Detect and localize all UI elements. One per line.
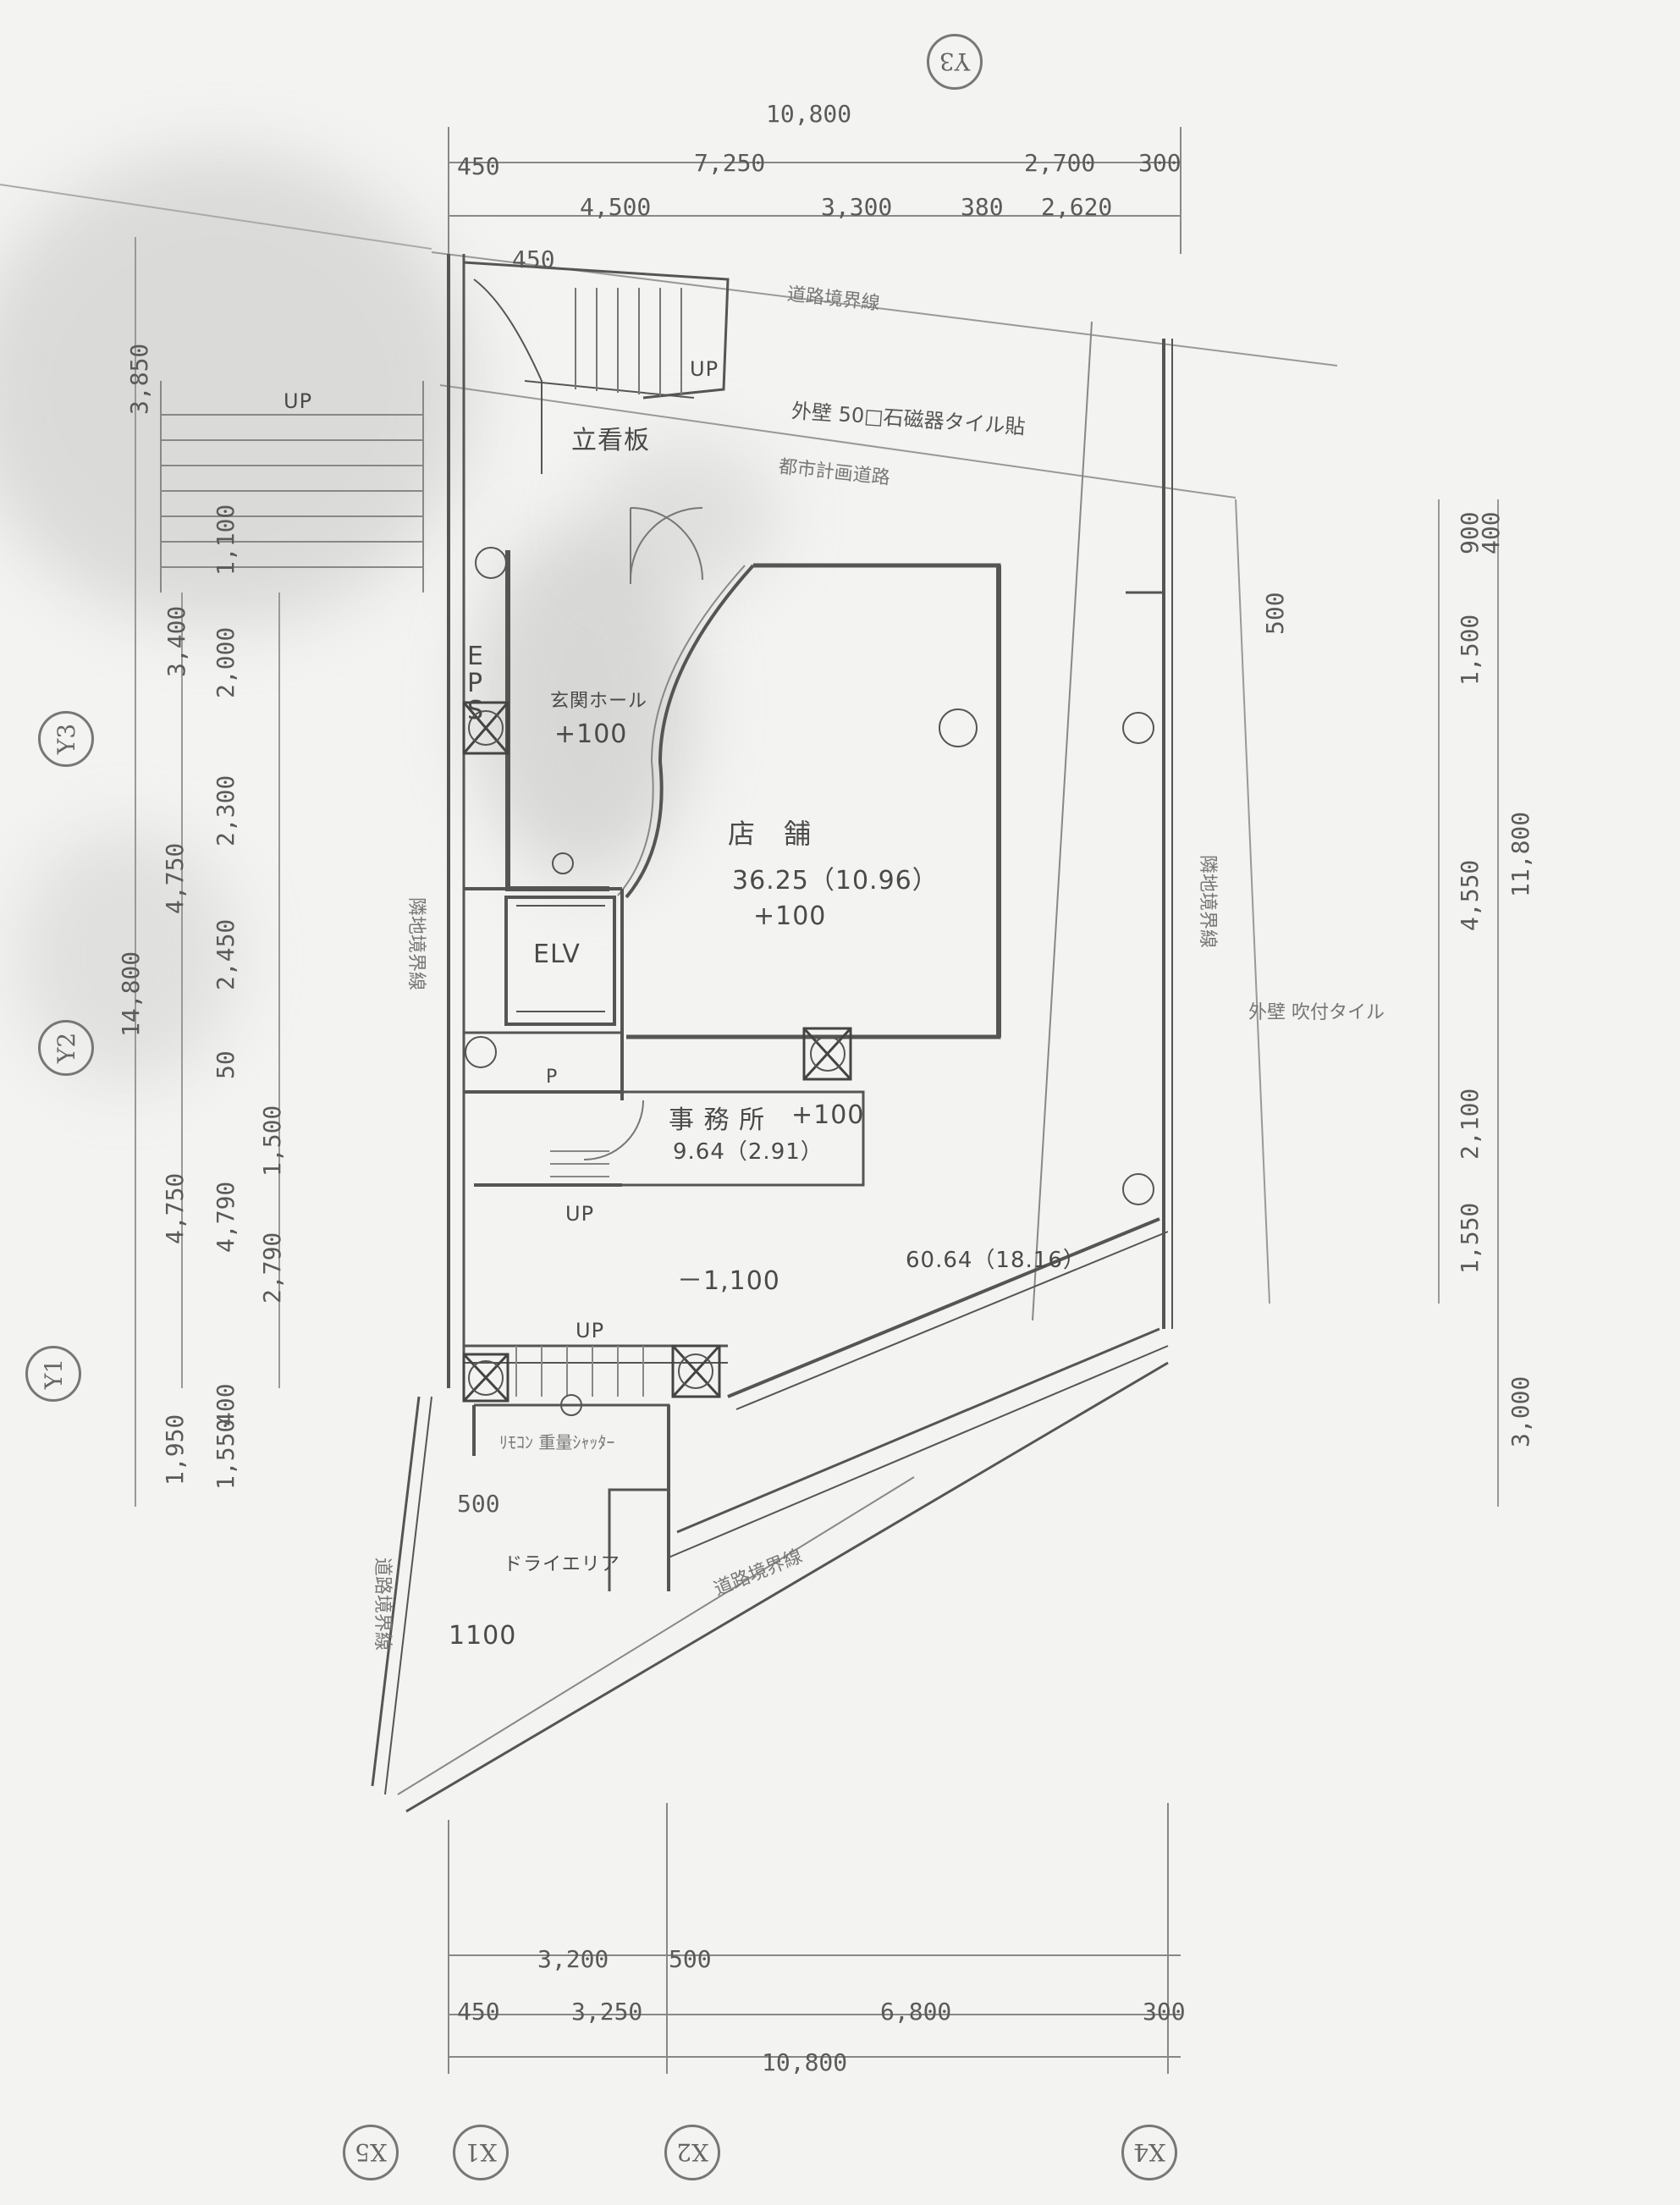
dim-bottom-3200: 3,200 — [537, 1945, 609, 1973]
dim-left-14800: 14,800 — [117, 951, 145, 1037]
note-boundary-right: 隣地境界線 — [1197, 855, 1218, 949]
dim-right-11800: 11,800 — [1506, 811, 1534, 897]
dim-top-380: 380 — [961, 193, 1004, 221]
dim-bottom-6800: 6,800 — [880, 1998, 952, 2026]
axis-marker-x5: X5 — [343, 2125, 399, 2180]
dim-right-2100: 2,100 — [1456, 1088, 1484, 1160]
room-name-office: 事 務 所 — [669, 1105, 766, 1135]
dim-left-2790: 2,790 — [258, 1232, 286, 1304]
dim-right-3000: 3,000 — [1506, 1375, 1534, 1447]
note-remote-shutter: ﾘﾓｺﾝ 重量ｼｬｯﾀｰ — [499, 1432, 615, 1453]
dim-right-500: 500 — [1261, 592, 1289, 635]
dim-left-4750b: 4,750 — [161, 1172, 189, 1244]
scan-smudge — [474, 525, 694, 880]
room-name-shop: 店 舗 — [728, 818, 812, 850]
axis-marker-x1: X1 — [453, 2125, 509, 2180]
stair-up-label: UP — [576, 1319, 605, 1342]
dim-top-450: 450 — [457, 152, 500, 180]
dim-bottom-300: 300 — [1143, 1998, 1186, 2026]
dim-bottom-3250: 3,250 — [571, 1998, 643, 2026]
stand-board-label: 立看板 — [571, 426, 650, 455]
dim-top-3300: 3,300 — [821, 193, 893, 221]
note-boundary-left: 隣地境界線 — [405, 897, 427, 991]
note-road-boundary-bottom-left: 道路境界線 — [372, 1557, 393, 1651]
room-level-office: +100 — [791, 1100, 865, 1130]
dim-right-1500: 1,500 — [1456, 614, 1484, 686]
dim-top-450b: 450 — [512, 245, 555, 273]
room-name-elevator: ELV — [533, 940, 581, 969]
dim-right-1550: 1,550 — [1456, 1202, 1484, 1274]
axis-marker-y2: Y2 — [38, 1020, 94, 1076]
scan-smudge — [0, 152, 474, 626]
dim-left-3400: 3,400 — [162, 605, 190, 677]
dim-left-4790: 4,790 — [212, 1181, 240, 1253]
dim-bottom-500: 500 — [669, 1945, 712, 1973]
dim-left-4750: 4,750 — [161, 842, 189, 914]
dim-top-7250: 7,250 — [694, 149, 766, 177]
level-1100: 1100 — [449, 1621, 517, 1651]
dim-left-2300: 2,300 — [212, 775, 240, 846]
axis-marker-y3-top: Y3 — [927, 34, 983, 90]
room-name-eps: EPS — [467, 642, 485, 725]
axis-marker-x2: X2 — [664, 2125, 720, 2180]
dim-top-2620: 2,620 — [1041, 193, 1113, 221]
axis-marker-x4: X4 — [1121, 2125, 1177, 2180]
dim-left-3850: 3,850 — [125, 343, 153, 415]
dim-top-300: 300 — [1138, 149, 1182, 177]
dim-left-1950: 1,950 — [161, 1414, 189, 1486]
dim-left-2000: 2,000 — [212, 626, 240, 698]
dim-left-1500: 1,500 — [258, 1105, 286, 1177]
dim-top-4500: 4,500 — [580, 193, 652, 221]
stair-up-label: UP — [565, 1202, 595, 1226]
dim-top-2700: 2,700 — [1024, 149, 1096, 177]
pipe-space-label: P — [546, 1067, 559, 1088]
room-area-office: 9.64（2.91） — [673, 1139, 823, 1165]
axis-marker-y1: Y1 — [25, 1346, 81, 1402]
dim-left-1100: 1,100 — [212, 504, 240, 576]
stair-up-label: UP — [690, 357, 719, 381]
scan-smudge — [592, 440, 779, 593]
dim-left-50: 50 — [212, 1050, 240, 1079]
dim-right-4550: 4,550 — [1456, 859, 1484, 931]
room-name-entrance-hall: 玄関ホール — [550, 691, 648, 712]
dim-left-1550: 1,550 — [212, 1418, 240, 1490]
stair-up-label: UP — [284, 389, 313, 413]
dim-left-2450: 2,450 — [212, 918, 240, 990]
dim-right-400: 400 — [1477, 511, 1505, 554]
dim-top-total: 10,800 — [766, 100, 852, 128]
axis-marker-y3: Y3 — [38, 711, 94, 767]
dim-bottom-450: 450 — [457, 1998, 500, 2026]
room-area-other: 60.64（18.16） — [906, 1248, 1086, 1273]
room-area-shop: 36.25（10.96） — [732, 866, 939, 896]
note-exterior-wall-spray: 外壁 吹付タイル — [1248, 1002, 1385, 1023]
dim-left-500: 500 — [457, 1490, 500, 1518]
level-minus-1100: －1,100 — [677, 1266, 780, 1296]
room-name-dry-area: ドライエリア — [504, 1554, 620, 1575]
room-level-entrance-hall: +100 — [554, 719, 628, 749]
room-level-shop: +100 — [753, 901, 827, 931]
dim-bottom-total: 10,800 — [762, 2048, 848, 2076]
